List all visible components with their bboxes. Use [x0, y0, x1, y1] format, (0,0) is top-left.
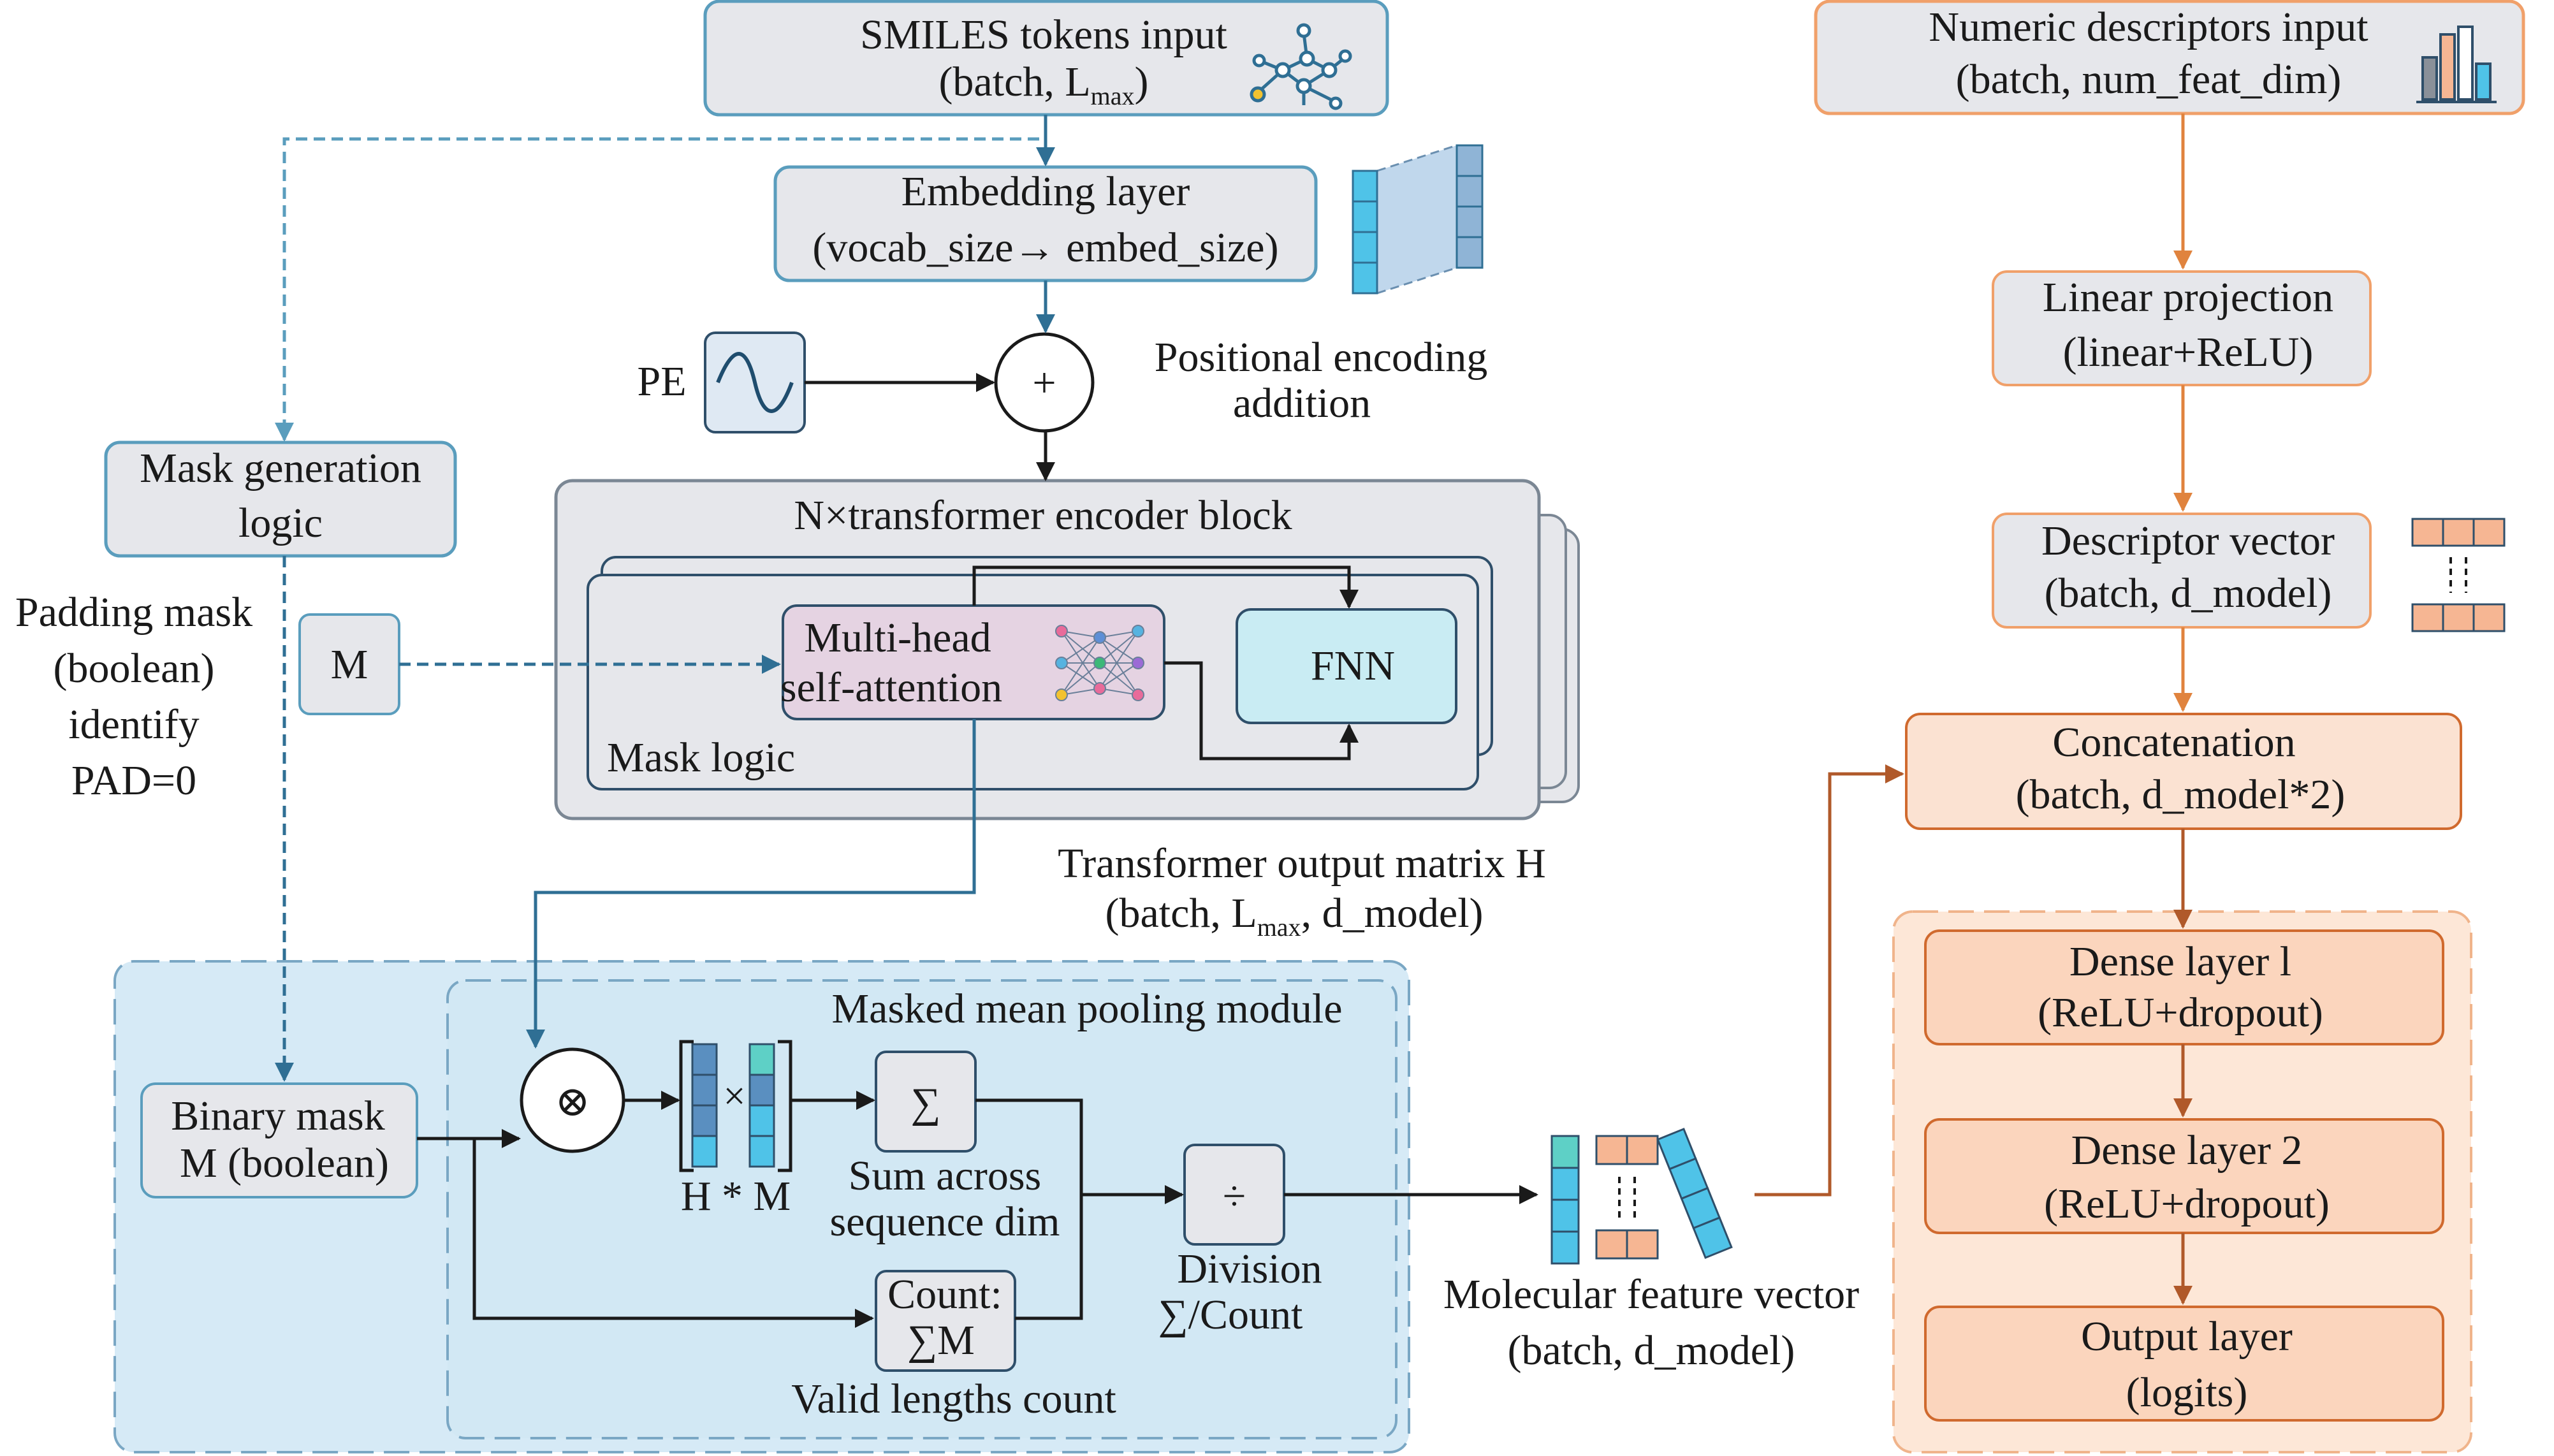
- neural-network-icon: [1055, 625, 1144, 701]
- arrow-mha-fnn-bottom: [1164, 661, 1359, 761]
- arrow-smiles-maskgen: [275, 137, 1039, 442]
- dense2-line1: Dense layer 2: [2071, 1127, 2303, 1174]
- positional-add-node: +: [994, 332, 1095, 433]
- arrow-binary-count: [472, 1139, 874, 1328]
- sine-wave-icon: [716, 352, 794, 413]
- count-line2: ∑M: [907, 1317, 975, 1364]
- sum-node: ∑: [875, 1051, 977, 1153]
- output-line2: (logits): [2126, 1369, 2248, 1416]
- transformer-output-line2-sub: max: [1257, 913, 1301, 942]
- embedding-line1: Embedding layer: [901, 168, 1190, 215]
- division-node: ÷: [1183, 1144, 1285, 1246]
- concatenation-node: Concatenation (batch, d_model*2): [1905, 713, 2462, 830]
- smiles-input-line2: (batch, Lmax): [938, 59, 1148, 110]
- dense1-line1: Dense layer l: [2069, 938, 2291, 985]
- padding-line1: Padding mask: [15, 589, 252, 636]
- descriptor-vector-node: Descriptor vector (batch, d_model): [1992, 513, 2372, 629]
- concat-line1: Concatenation: [2052, 719, 2295, 766]
- sum-line2: sequence dim: [829, 1198, 1060, 1245]
- binary-mask-line1: Binary mask: [171, 1093, 384, 1139]
- m-label: M: [331, 641, 369, 688]
- linear-line2: (linear+ReLU): [2063, 329, 2314, 375]
- mol-feature-line2: (batch, d_model): [1508, 1327, 1795, 1374]
- binary-mask-line2: M (boolean): [180, 1140, 389, 1186]
- padding-line3: identify: [68, 701, 199, 748]
- descriptor-line1: Descriptor vector: [2041, 518, 2335, 564]
- binary-mask-node: Binary mask M (boolean): [140, 1082, 418, 1198]
- linear-projection-node: Linear projection (linear+ReLU): [1992, 270, 2372, 386]
- encoder-block: N×transformer encoder block Mask logic M…: [554, 479, 1580, 820]
- count-node: Count: ∑M: [875, 1270, 1016, 1372]
- arrow-mha-fnn-top: [972, 565, 1359, 609]
- dense-layer-1-node: Dense layer l (ReLU+dropout): [1924, 929, 2444, 1045]
- division-symbol: ÷: [1223, 1173, 1246, 1219]
- mha-line2: self-attention: [780, 664, 1002, 711]
- padding-line4: PAD=0: [71, 757, 196, 804]
- dense-layer-2-node: Dense layer 2 (ReLU+dropout): [1924, 1118, 2444, 1234]
- output-line1: Output layer: [2081, 1313, 2293, 1360]
- smiles-input-line2-prefix: (batch, L: [938, 59, 1090, 105]
- times-symbol: ×: [724, 1075, 746, 1118]
- sum-line1: Sum across: [849, 1153, 1041, 1199]
- sum-symbol: ∑: [910, 1080, 940, 1126]
- transformer-output-line2-prefix: (batch, L: [1105, 890, 1257, 936]
- otimes-node: ⊗: [520, 1047, 625, 1153]
- division-line1: Division: [1177, 1246, 1322, 1292]
- feature-vector-icon: [1551, 1128, 1733, 1265]
- fnn-node: FNN: [1236, 608, 1457, 724]
- mha-line1: Multi-head: [804, 615, 991, 661]
- transformer-output-line2-suffix: , d_model): [1301, 890, 1484, 936]
- valid-lengths-label: Valid lengths count: [791, 1376, 1116, 1422]
- m-node: M: [298, 613, 400, 715]
- positional-line2: addition: [1233, 380, 1371, 426]
- count-line1: Count:: [887, 1271, 1002, 1318]
- numeric-input-line1: Numeric descriptors input: [1929, 4, 2368, 50]
- linear-line1: Linear projection: [2043, 274, 2333, 321]
- numeric-input-node: Numeric descriptors input (batch, num_fe…: [1814, 0, 2525, 115]
- add-symbol: +: [1032, 360, 1056, 406]
- fnn-label: FNN: [1311, 643, 1395, 689]
- mol-feature-line1: Molecular feature vector: [1443, 1271, 1859, 1318]
- embedding-tensor-icon: [1352, 144, 1484, 295]
- arrow-sum-division: [975, 1098, 1083, 1320]
- pe-node: PE: [637, 331, 806, 433]
- mask-gen-line2: logic: [238, 500, 323, 546]
- dense1-line2: (ReLU+dropout): [2038, 989, 2323, 1036]
- embedding-line2: (vocab_size→ embed_size): [812, 224, 1278, 271]
- smiles-input-line1: SMILES tokens input: [860, 11, 1227, 58]
- multihead-attention-node: Multi-head self-attention: [780, 604, 1165, 720]
- pe-label: PE: [637, 358, 686, 405]
- descriptor-vector-icon: [2411, 518, 2506, 632]
- otimes-symbol: ⊗: [555, 1079, 590, 1125]
- descriptor-line2: (batch, d_model): [2045, 570, 2332, 616]
- smiles-input-line2-sub: max: [1091, 82, 1135, 110]
- embedding-layer-node: Embedding layer (vocab_size→ embed_size): [773, 144, 1484, 295]
- smiles-input-node: SMILES tokens input (batch, Lmax): [703, 0, 1389, 117]
- arrow-feature-concat: [1755, 764, 1904, 1197]
- padding-mask-caption: Padding mask (boolean) identify PAD=0: [15, 589, 252, 804]
- hm-label: H * M: [681, 1173, 791, 1219]
- output-layer-node: Output layer (logits): [1924, 1306, 2444, 1422]
- transformer-output-line2: (batch, Lmax, d_model): [1105, 890, 1483, 942]
- mask-generation-node: Mask generation logic: [104, 440, 457, 558]
- division-line2: ∑/Count: [1158, 1292, 1303, 1338]
- positional-line1: Positional encoding: [1155, 334, 1487, 381]
- padding-line2: (boolean): [54, 645, 215, 692]
- transformer-output-line1: Transformer output matrix H: [1058, 840, 1546, 887]
- mask-logic-label: Mask logic: [607, 734, 795, 781]
- pooling-module-title: Masked mean pooling module: [831, 986, 1342, 1032]
- bar-chart-icon: [2416, 25, 2497, 103]
- concat-line2: (batch, d_model*2): [2016, 771, 2346, 818]
- pooling-module-region: [446, 979, 1397, 1439]
- arrow-encoder-otimes: [526, 719, 976, 1049]
- molecule-graph-icon: [1250, 23, 1352, 110]
- numeric-input-line2: (batch, num_feat_dim): [1956, 56, 2342, 103]
- mask-gen-line1: Mask generation: [140, 445, 421, 491]
- hm-matrix-icon: ×: [679, 1040, 792, 1172]
- encoder-title: N×transformer encoder block: [794, 492, 1292, 539]
- dense2-line2: (ReLU+dropout): [2044, 1181, 2330, 1227]
- smiles-input-line2-suffix: ): [1135, 59, 1149, 105]
